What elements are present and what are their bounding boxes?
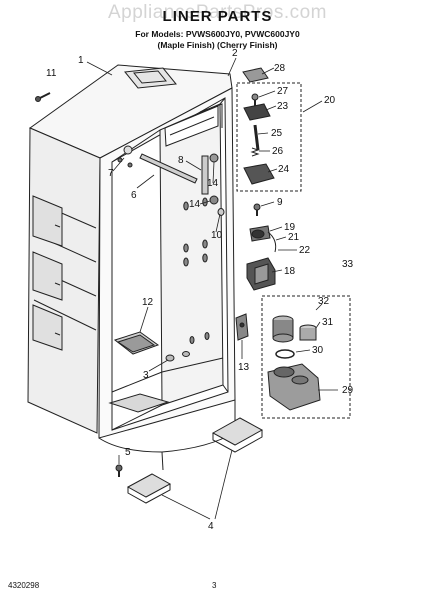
callout-1: 1 — [78, 55, 84, 66]
callout-26: 26 — [272, 146, 284, 157]
callout-22: 22 — [299, 245, 311, 256]
callout-19: 19 — [284, 222, 296, 233]
assembly-box-33 — [261, 295, 351, 419]
callout-25: 25 — [271, 128, 283, 139]
doc-number: 4320298 — [8, 581, 40, 590]
callout-20: 20 — [324, 95, 336, 106]
motor-18 — [246, 257, 276, 291]
callout-7: 7 — [108, 168, 114, 179]
callout-31: 31 — [322, 317, 334, 328]
callout-12: 12 — [142, 297, 154, 308]
liner-cabinet — [27, 64, 236, 471]
callout-5: 5 — [125, 447, 131, 458]
callout-13: 13 — [238, 362, 250, 373]
callout-18: 18 — [284, 266, 296, 277]
callout-29: 29 — [342, 385, 354, 396]
callout-10: 10 — [211, 230, 223, 241]
part-13 — [235, 313, 249, 341]
callout-4: 4 — [208, 521, 214, 532]
clip-28 — [242, 67, 269, 83]
callout-2: 2 — [232, 48, 238, 59]
callout-30: 30 — [312, 345, 324, 356]
bracket-19 — [249, 225, 277, 253]
callout-3: 3 — [143, 370, 149, 381]
callout-11: 11 — [46, 68, 57, 79]
screw-11 — [35, 92, 51, 102]
callout-28: 28 — [274, 63, 286, 74]
callout-9: 9 — [277, 197, 283, 208]
page-title: LINER PARTS — [162, 8, 273, 25]
callout-14b: 14 — [189, 199, 201, 210]
callout-14a: 14 — [207, 178, 219, 189]
page-number: 3 — [212, 581, 217, 590]
screw-9 — [253, 203, 261, 216]
callout-labels: 1 2 3 4 5 6 7 8 9 10 11 12 13 14 14 18 1… — [46, 48, 354, 532]
callout-33: 33 — [342, 259, 354, 270]
callout-6: 6 — [131, 190, 137, 201]
finishes-line: (Maple Finish) (Cherry Finish) — [157, 40, 278, 50]
callout-23: 23 — [277, 101, 289, 112]
callout-8: 8 — [178, 155, 184, 166]
tray-4 — [126, 417, 264, 504]
callout-27: 27 — [277, 86, 289, 97]
callout-32: 32 — [318, 296, 330, 307]
callout-21: 21 — [288, 232, 300, 243]
assembly-box-20 — [236, 82, 302, 192]
leader-lines — [86, 57, 338, 520]
callout-24: 24 — [278, 164, 290, 175]
watermark: AppliancePartsPros.com — [107, 2, 328, 23]
models-line: For Models: PVWS600JY0, PVWC600JY0 — [135, 29, 300, 39]
screw-5 — [115, 464, 123, 477]
